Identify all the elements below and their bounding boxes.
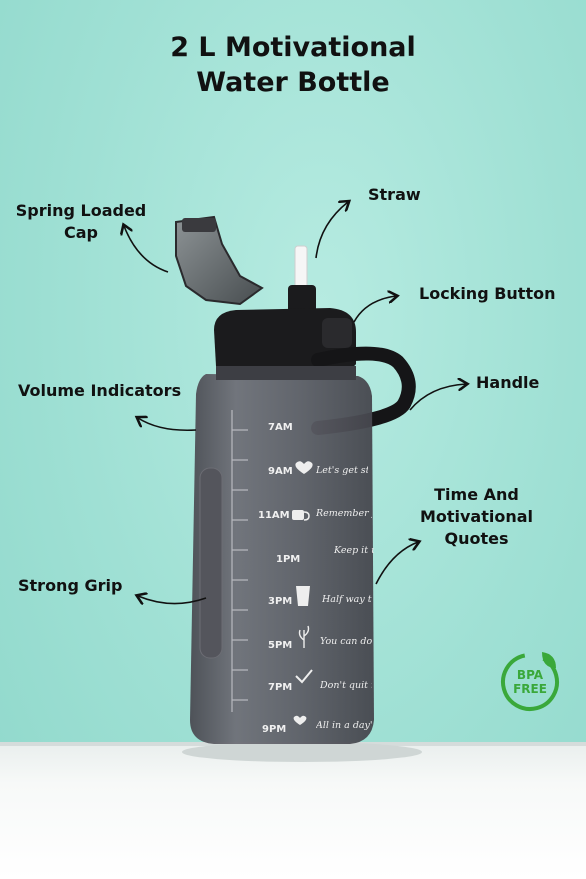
leaf-icon	[542, 652, 556, 668]
straw-label: Straw	[368, 185, 421, 204]
handle-arrow	[409, 384, 466, 411]
locking-button-label: Locking Button	[419, 284, 556, 303]
time-5pm: 5PM	[268, 640, 293, 651]
strong-grip-label: Strong Grip	[18, 576, 123, 595]
plant-icon	[298, 625, 310, 648]
quote-1pm: Keep it up	[334, 545, 374, 556]
bottle-neck-ring	[216, 366, 356, 380]
hearts-icon	[293, 715, 307, 725]
straw-mouthpiece	[288, 285, 316, 315]
volume-ticks	[232, 429, 248, 701]
time-7pm: 7PM	[268, 682, 293, 693]
bottle-body	[190, 374, 374, 744]
lid-tab	[182, 218, 216, 232]
volume-indicators-label: Volume Indicators	[18, 381, 182, 400]
quote-11am: Remember your goal	[316, 508, 372, 519]
bottle-shadow	[182, 742, 422, 762]
bpa-free-text: BPA FREE	[513, 668, 547, 696]
grip-panel	[199, 467, 223, 659]
time-11am: 11AM	[258, 510, 290, 521]
carry-handle	[311, 346, 416, 435]
quote-5pm: You can do this	[320, 636, 372, 647]
heart-icon	[295, 461, 313, 474]
time-9am: 9AM	[268, 466, 293, 477]
checkmark-icon	[295, 669, 313, 684]
time-7am: 7AM	[268, 422, 293, 433]
title-line-2: Water Bottle	[196, 67, 390, 98]
spring-lid	[175, 215, 264, 306]
volume-arrow	[138, 418, 197, 432]
time-1pm: 1PM	[276, 554, 301, 565]
coffee-icon	[292, 510, 310, 521]
quote-9pm: All in a day's work	[316, 720, 372, 731]
bpa-free-badge	[501, 652, 559, 711]
quote-3pm: Half way there	[322, 594, 372, 605]
cup-icon	[296, 586, 310, 606]
title-line-1: 2 L Motivational	[170, 32, 416, 63]
time-motivational-quotes-label: Time And Motivational Quotes	[419, 485, 534, 548]
quote-7pm: Don't quit now	[320, 680, 372, 691]
grip-arrow	[138, 596, 207, 604]
locking-button	[322, 318, 352, 348]
handle-label: Handle	[476, 373, 540, 392]
locking-arrow	[353, 296, 396, 323]
white-shelf	[0, 742, 586, 879]
spring-loaded-cap-label: Spring Loaded Cap	[15, 201, 147, 242]
cap-arrow	[124, 226, 169, 273]
quotes-arrow	[375, 542, 418, 585]
time-3pm: 3PM	[268, 596, 293, 607]
straw-arrow	[315, 202, 348, 259]
page-title: 2 L Motivational Water Bottle	[0, 30, 586, 100]
time-9pm: 9PM	[262, 724, 287, 735]
quote-9am: Let's get started	[316, 465, 368, 476]
